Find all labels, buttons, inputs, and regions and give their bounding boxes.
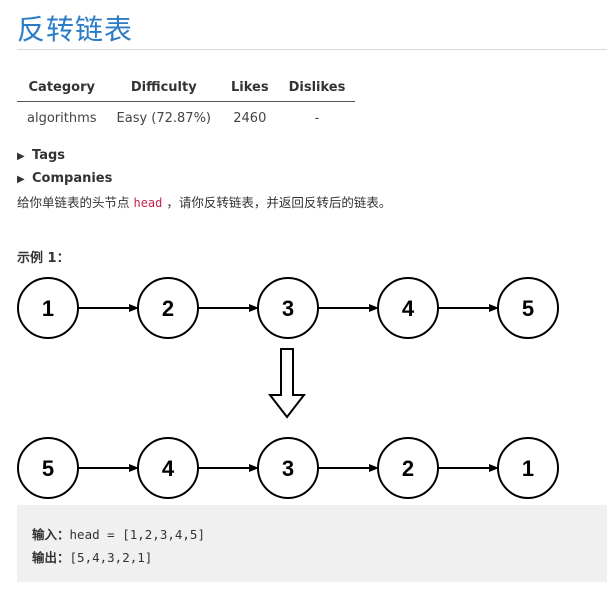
title-divider — [17, 49, 607, 50]
top-list-node — [257, 277, 319, 339]
linked-list-diagram: 1 2 3 4 5 5 4 3 2 1 — [17, 277, 559, 499]
triangle-right-icon: ▶ — [17, 151, 25, 162]
bottom-list-node-label: 2 — [402, 456, 414, 481]
bottom-list-node — [377, 437, 439, 499]
problem-description: 给你单链表的头节点 head ，请你反转链表，并返回反转后的链表。 — [17, 192, 391, 211]
cell-likes: 2460 — [233, 111, 267, 126]
description-suffix: ，请你反转链表，并返回反转后的链表。 — [162, 195, 392, 210]
down-arrow-icon — [267, 348, 307, 419]
bottom-list-node — [257, 437, 319, 499]
header-category: Category — [17, 74, 107, 102]
table-row: algorithms Easy (72.87%) 2460 - — [17, 102, 355, 136]
header-likes: Likes — [221, 74, 279, 102]
bottom-list-node — [137, 437, 199, 499]
top-list-node-label: 1 — [42, 296, 54, 321]
page-title: 反转链表 — [17, 13, 134, 46]
inline-code-head: head — [133, 196, 163, 210]
top-list-node-label: 5 — [522, 296, 534, 321]
top-list-node — [17, 277, 79, 339]
bottom-list-node — [17, 437, 79, 499]
output-value: [5,4,3,2,1] — [69, 550, 153, 565]
bottom-list-node-label: 3 — [282, 456, 294, 481]
output-line: 输出：[5,4,3,2,1] — [32, 546, 607, 569]
top-list: 1 2 3 4 5 — [17, 277, 559, 339]
companies-toggle[interactable]: ▶ Companies — [17, 171, 112, 186]
triangle-right-icon: ▶ — [17, 174, 25, 185]
table-header-row: Category Difficulty Likes Dislikes — [17, 74, 356, 102]
top-list-node — [137, 277, 199, 339]
top-list-node-label: 2 — [162, 296, 174, 321]
tags-label: Tags — [32, 148, 66, 163]
description-prefix: 给你单链表的头节点 — [17, 195, 134, 210]
bottom-list-node-label: 1 — [522, 456, 534, 481]
bottom-list: 5 4 3 2 1 — [17, 437, 559, 499]
bottom-list-node — [497, 437, 559, 499]
output-label: 输出： — [32, 550, 70, 565]
input-label: 输入： — [32, 527, 70, 542]
diagram-svg: 1 2 3 4 5 5 4 3 2 1 — [17, 277, 559, 499]
input-value: head = [1,2,3,4,5] — [69, 527, 205, 542]
top-list-node-label: 4 — [402, 296, 415, 321]
header-difficulty: Difficulty — [106, 74, 222, 102]
example-code-block: 输入：head = [1,2,3,4,5] 输出：[5,4,3,2,1] — [17, 505, 607, 582]
bottom-list-node-label: 4 — [162, 456, 175, 481]
companies-label: Companies — [32, 171, 113, 186]
cell-dislikes: - — [314, 111, 320, 126]
top-list-node — [497, 277, 559, 339]
input-line: 输入：head = [1,2,3,4,5] — [32, 523, 607, 546]
header-dislikes: Dislikes — [278, 74, 356, 102]
top-list-node — [377, 277, 439, 339]
cell-category: algorithms — [27, 111, 97, 126]
example-label: 示例 1： — [17, 251, 70, 266]
bottom-list-node-label: 5 — [42, 456, 54, 481]
top-list-node-label: 3 — [282, 296, 294, 321]
cell-difficulty: Easy (72.87%) — [116, 111, 212, 126]
tags-toggle[interactable]: ▶ Tags — [17, 148, 65, 163]
problem-meta-table: Category Difficulty Likes Dislikes algor… — [17, 74, 356, 136]
